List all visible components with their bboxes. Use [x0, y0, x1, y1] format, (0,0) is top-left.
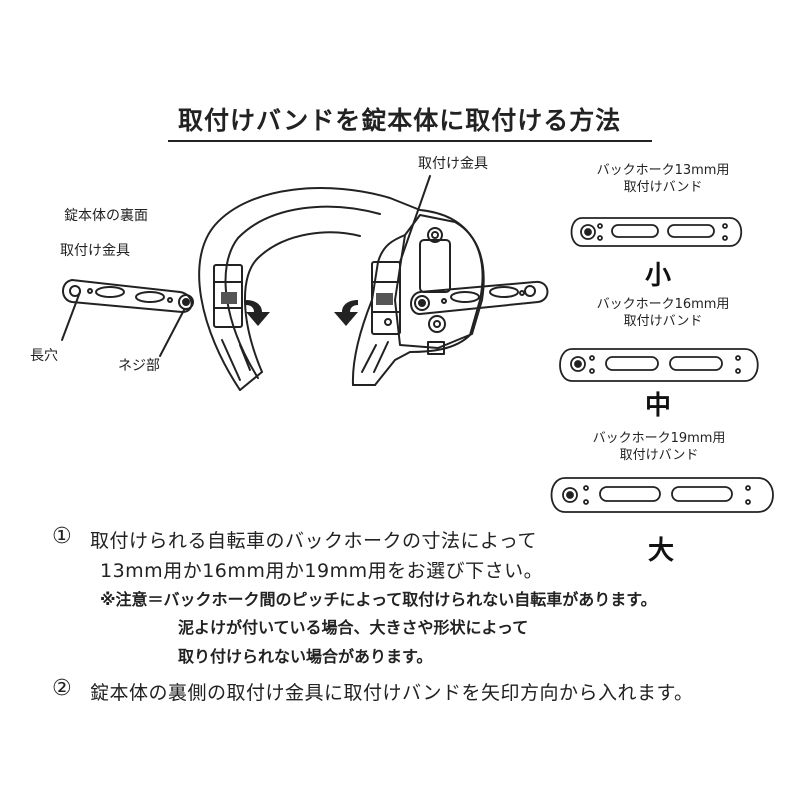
screw-leader — [159, 309, 185, 357]
size-large-mark: 大 — [648, 536, 675, 566]
title-underline — [168, 140, 652, 142]
slot-leader — [61, 291, 81, 341]
step1-number: ① — [52, 524, 73, 549]
step1-line1: 取付けられる自転車のバックホークの寸法によって — [90, 530, 537, 552]
arrow-left-icon — [334, 300, 358, 326]
band-13mm-caption: バックホーク13mm用 取付けバンド — [578, 162, 748, 196]
note-line1: ※注意＝バックホーク間のピッチによって取付けられない自転車があります。 — [100, 590, 657, 609]
bracket-top-label: 取付け金具 — [418, 156, 488, 172]
step2-line1: 錠本体の裏側の取付け金具に取付けバンドを矢印方向から入れます。 — [90, 682, 694, 704]
step2-number: ② — [52, 676, 73, 701]
band-16mm-illustration — [559, 348, 759, 382]
band-13mm-line2: 取付けバンド — [623, 180, 703, 195]
band-right-illustration — [410, 280, 549, 315]
bracket-left-label: 取付け金具 — [60, 243, 130, 259]
size-small-mark: 小 — [645, 261, 672, 291]
band-left-illustration — [62, 279, 194, 313]
arrow-right-icon — [246, 300, 270, 326]
band-16mm-line1: バックホーク16mm用 — [596, 297, 730, 312]
note-line2: 泥よけが付いている場合、大きさや形状によって — [178, 618, 529, 637]
lock-body-ring — [198, 187, 484, 391]
slot-label: 長穴 — [30, 348, 58, 364]
bracket-right-part — [361, 261, 401, 373]
step1-line2: 13mm用か16mm用か19mm用をお選び下さい。 — [100, 560, 544, 582]
band-19mm-line1: バックホーク19mm用 — [592, 431, 726, 446]
band-19mm-line2: 取付けバンド — [619, 448, 699, 463]
band-13mm-line1: バックホーク13mm用 — [596, 163, 730, 178]
band-19mm-caption: バックホーク19mm用 取付けバンド — [574, 430, 744, 464]
note-line3: 取り付けられない場合があります。 — [178, 647, 433, 666]
band-16mm-caption: バックホーク16mm用 取付けバンド — [578, 296, 748, 330]
band-16mm-line2: 取付けバンド — [623, 314, 703, 329]
page-title: 取付けバンドを錠本体に取付ける方法 — [178, 106, 622, 135]
band-13mm-illustration — [570, 217, 743, 247]
size-medium-mark: 中 — [645, 391, 672, 421]
band-19mm-illustration — [550, 477, 774, 513]
screw-label: ネジ部 — [118, 358, 160, 374]
back-side-label: 錠本体の裏面 — [64, 208, 148, 224]
lock-housing-right — [394, 214, 485, 355]
bracket-top-leader — [399, 175, 431, 263]
bracket-left-part — [213, 264, 251, 381]
